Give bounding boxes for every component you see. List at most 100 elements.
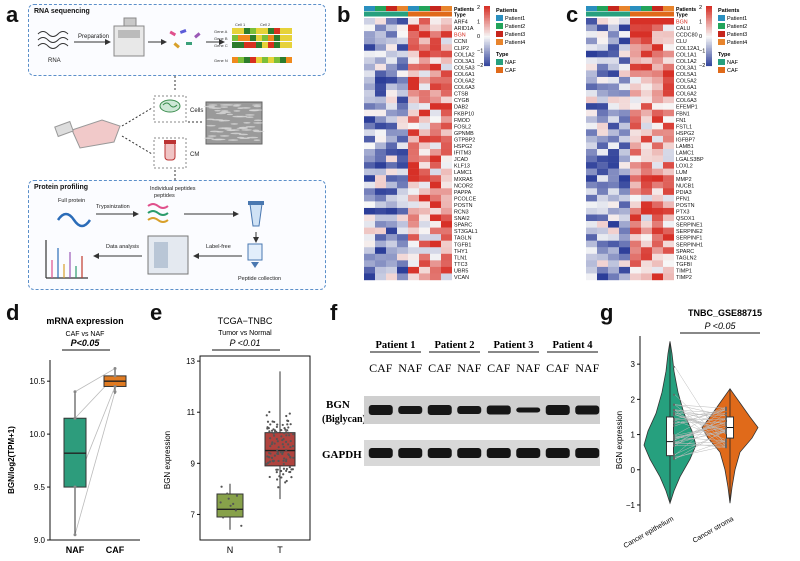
colorbar-segment: [484, 6, 490, 8]
heat-cell: [364, 188, 375, 196]
heat-gene-label: EFEMP1: [676, 105, 698, 111]
heat-cell: [652, 70, 663, 78]
heat-cell: [597, 234, 608, 241]
rna-heat-cell: [244, 28, 250, 34]
heat-cell: [619, 221, 630, 228]
heat-gene-label: CCNI: [454, 39, 467, 45]
heat-cell: [397, 142, 408, 150]
microscopy-cell: [208, 104, 218, 106]
heat-cell: [619, 31, 630, 38]
heat-cell: [430, 129, 441, 137]
heat-cell: [641, 247, 652, 254]
heat-type-cell: [619, 11, 630, 17]
heat-cell: [364, 207, 375, 215]
heat-cell: [597, 253, 608, 261]
heat-row-label-patients: Patients: [454, 7, 474, 13]
e-point: [220, 485, 223, 488]
heat-cell: [586, 129, 597, 137]
heat-gene-label: VCAN: [454, 275, 469, 281]
g-box: [666, 416, 674, 457]
colorbar-tick: −1: [699, 49, 705, 55]
heat-cell: [630, 253, 641, 261]
heat-cell: [408, 175, 419, 182]
colorbar-segment: [484, 21, 490, 23]
heat-cell: [441, 162, 452, 169]
rna-seq-title: RNA sequencing: [34, 8, 90, 15]
g-point: [673, 393, 675, 396]
e-point: [273, 442, 276, 445]
heat-cell: [619, 214, 630, 222]
heat-cell: [630, 24, 641, 32]
e-point: [282, 467, 286, 470]
colorbar-segment: [484, 39, 490, 41]
heat-cell: [375, 37, 386, 45]
heat-cell: [364, 31, 375, 38]
heat-cell: [641, 227, 652, 235]
microscopy-cell: [236, 115, 248, 118]
heat-cell: [652, 90, 663, 97]
heat-cell: [652, 214, 663, 222]
rna-heat-cell: [268, 42, 274, 48]
colorbar-segment: [706, 19, 712, 22]
heat-cell: [597, 168, 608, 176]
heat-cell: [441, 37, 452, 45]
heat-cell: [663, 70, 674, 78]
heat-cell: [364, 142, 375, 150]
colorbar-segment: [484, 18, 490, 20]
heat-cell: [652, 116, 663, 123]
heat-cell: [663, 96, 674, 104]
heat-cell: [441, 18, 452, 25]
heat-patient-cell: [386, 6, 397, 11]
heat-cell: [386, 37, 397, 45]
heat-cell: [364, 18, 375, 25]
heat-cell: [608, 207, 619, 215]
preparation-label: Preparation: [78, 34, 109, 40]
panel-d-title: mRNA expression: [46, 316, 123, 326]
peptides-icon: [147, 203, 169, 223]
d-ytick-label: 10.0: [29, 430, 45, 439]
heat-cell: [364, 122, 375, 130]
colorbar-segment: [706, 27, 712, 29]
heat-cell: [397, 44, 408, 51]
g-point: [673, 442, 675, 445]
bgn-band: [575, 405, 600, 415]
heat-cell: [663, 63, 674, 71]
heat-cell: [386, 122, 397, 130]
heat-cell: [364, 109, 375, 117]
colorbar-segment: [484, 64, 490, 67]
heat-cell: [663, 116, 674, 123]
heat-cell: [586, 96, 597, 104]
e-point: [276, 452, 279, 455]
heat-gene-label: TLN1: [454, 255, 467, 261]
heat-cell: [619, 135, 630, 143]
heat-cell: [430, 18, 441, 25]
heat-type-cell: [652, 11, 663, 17]
g-pair-line: [674, 404, 726, 409]
heat-cell: [641, 83, 652, 91]
mass-spec-icon: [147, 235, 189, 275]
panel-e-title: TCGA−TNBC: [218, 316, 273, 326]
colorbar-segment: [706, 46, 712, 49]
heat-cell: [641, 44, 652, 51]
heat-cell: [586, 122, 597, 130]
heat-cell: [619, 260, 630, 268]
heat-cell: [608, 24, 619, 32]
heat-cell: [630, 266, 641, 274]
heat-cell: [375, 260, 386, 268]
heat-cell: [619, 227, 630, 235]
legend-patient-label: Patient4: [505, 40, 525, 46]
panel-d-pvalue: P<0.05: [71, 338, 101, 348]
legend-patient-swatch: [718, 23, 725, 29]
heat-cell: [619, 24, 630, 32]
heat-cell: [441, 109, 452, 117]
heat-patient-cell: [663, 6, 674, 11]
e-point: [268, 430, 271, 433]
heat-cell: [419, 90, 430, 97]
e-point: [270, 429, 274, 432]
colorbar-segment: [484, 9, 490, 11]
heat-gene-label: COL1A2: [676, 59, 697, 65]
heat-cell: [663, 44, 674, 51]
gapdh-band: [575, 448, 600, 458]
heat-cell: [364, 227, 375, 235]
heat-cell: [419, 221, 430, 228]
